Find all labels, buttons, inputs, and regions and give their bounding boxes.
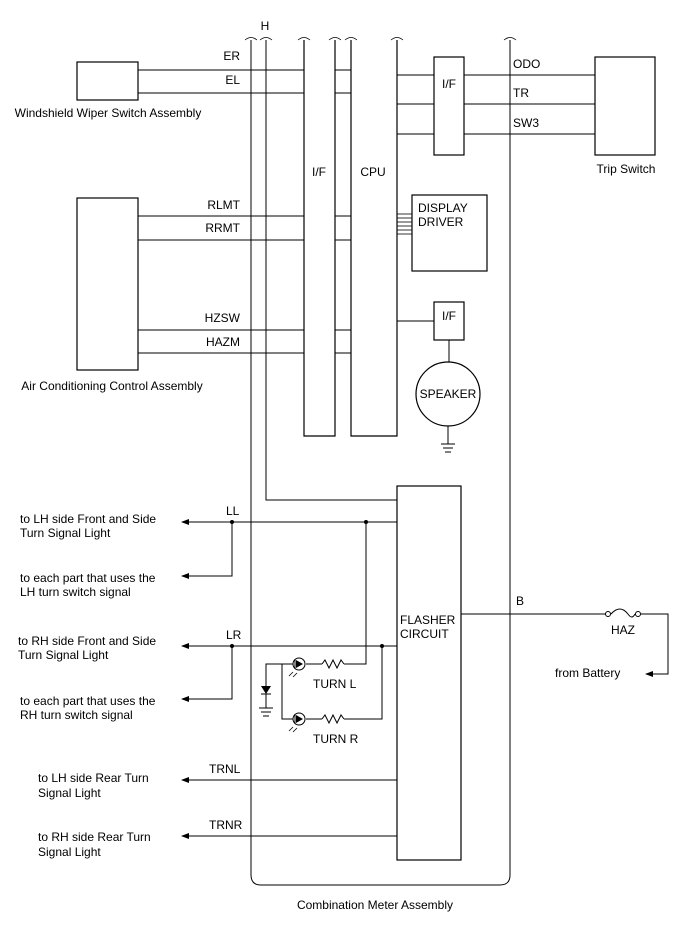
meter-top-break-right — [503, 37, 517, 41]
b-label: B — [516, 594, 524, 608]
if-main-break — [297, 37, 342, 41]
speaker-label: SPEAKER — [420, 387, 477, 401]
turn-r-resistor-icon — [321, 713, 345, 725]
if-odo-block — [433, 56, 465, 156]
hzsw-label: HZSW — [205, 311, 241, 325]
cpu-break — [344, 37, 404, 41]
sw3-label: SW3 — [513, 116, 539, 130]
ac-control-label: Air Conditioning Control Assembly — [21, 379, 202, 393]
tr-label: TR — [513, 86, 529, 100]
lh-rear-label-2: Signal Light — [38, 786, 101, 800]
h-label: H — [261, 19, 270, 33]
from-battery-label: from Battery — [555, 666, 620, 680]
cpu-label: CPU — [360, 165, 385, 179]
h-break — [259, 37, 273, 41]
trip-switch-box — [594, 56, 656, 156]
rh-rear-label-1: to RH side Rear Turn — [38, 830, 151, 844]
ac-control-box — [76, 197, 139, 371]
turn-r-label: TURN R — [313, 732, 359, 746]
if-main-block — [303, 40, 336, 437]
rh-each-label-1: to each part that uses the — [20, 694, 156, 708]
h-wire — [265, 40, 397, 501]
turn-l-led-icon — [288, 657, 306, 678]
trip-switch-label: Trip Switch — [597, 162, 656, 176]
odo-label: ODO — [513, 57, 540, 71]
lh-front-label-2: Turn Signal Light — [20, 526, 111, 540]
el-label: EL — [225, 73, 240, 87]
ll-label: LL — [226, 504, 240, 518]
if-main-label: I/F — [312, 165, 326, 179]
turn-r-led-icon — [288, 712, 306, 733]
wiper-switch-label: Windshield Wiper Switch Assembly — [15, 106, 202, 120]
lh-each-label-2: LH turn switch signal — [20, 585, 131, 599]
lh-rear-label-1: to LH side Rear Turn — [38, 771, 149, 785]
haz-label: HAZ — [611, 623, 635, 637]
diode-icon — [261, 686, 271, 708]
turn-l-resistor-icon — [321, 658, 345, 670]
lh-front-label-1: to LH side Front and Side — [20, 512, 156, 526]
meter-top-break-left — [244, 37, 258, 41]
trnl-label: TRNL — [209, 762, 241, 776]
if-odo-label: I/F — [442, 77, 456, 91]
er-label: ER — [223, 49, 240, 63]
lr-label: LR — [226, 628, 242, 642]
rh-each-label-2: RH turn switch signal — [20, 708, 133, 722]
speaker-ground-icon — [441, 426, 455, 453]
cpu-block — [350, 40, 398, 437]
turn-l-label: TURN L — [313, 677, 357, 691]
lh-each-label-1: to each part that uses the — [20, 571, 156, 585]
display-driver-label-2: DRIVER — [418, 215, 464, 229]
flasher-label-2: CIRCUIT — [400, 627, 449, 641]
rlmt-label: RLMT — [207, 198, 240, 212]
flasher-label-1: FLASHER — [400, 613, 456, 627]
combination-meter-outline — [250, 40, 511, 886]
rh-front-label-1: to RH side Front and Side — [18, 634, 156, 648]
if-speaker-label: I/F — [442, 309, 456, 323]
turn-ground-icon — [259, 707, 273, 717]
rh-front-label-2: Turn Signal Light — [18, 648, 109, 662]
wiper-switch-box — [76, 61, 139, 101]
rh-rear-label-2: Signal Light — [38, 845, 101, 859]
rrmt-label: RRMT — [205, 221, 240, 235]
hazm-label: HAZM — [206, 335, 240, 349]
meter-label: Combination Meter Assembly — [297, 898, 453, 912]
haz-fuse-icon — [605, 608, 641, 618]
trnr-label: TRNR — [209, 818, 243, 832]
display-driver-label-1: DISPLAY — [418, 201, 468, 215]
display-driver-bus — [397, 213, 412, 235]
flasher-circuit-box — [396, 485, 462, 861]
display-driver-box — [411, 194, 488, 272]
